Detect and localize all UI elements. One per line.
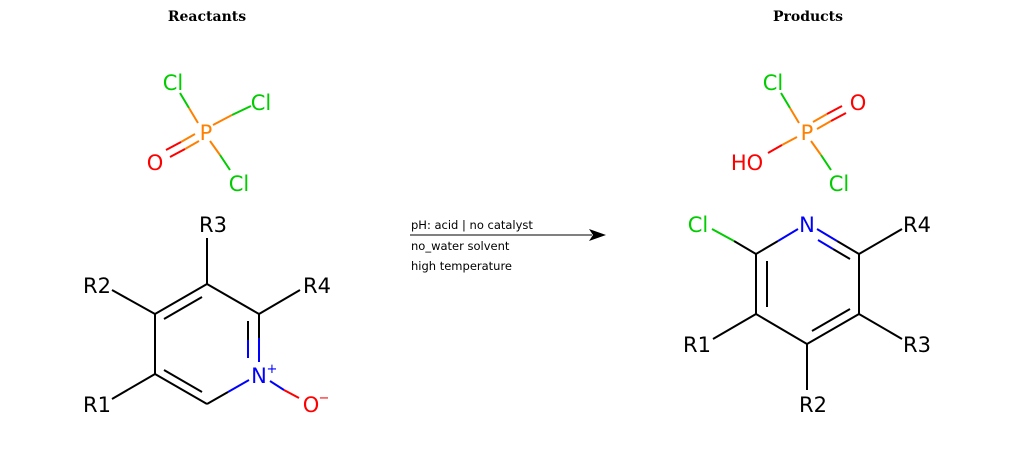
condition-solvent: no_water solvent (411, 239, 510, 253)
ring-bond-c5-c4 (806, 313, 860, 345)
ring-bond-c4-c3 (755, 313, 808, 345)
bond-p-cl-bottom-cl-half (820, 154, 832, 171)
bond-p-cl-top-p-half (188, 107, 199, 124)
bond-p-cl-bottom-p-half (209, 140, 221, 156)
bond-p-oh-p-half (781, 136, 798, 146)
atom-cl-top: Cl (163, 71, 184, 95)
atom-r2: R2 (83, 274, 111, 298)
bond-p-o-double-a-p-half (180, 133, 196, 143)
bond-p-cl-right-p-half (212, 114, 233, 126)
atom-o-double: O (850, 91, 867, 115)
condition-ph-catalyst: pH: acid | no catalyst (411, 218, 533, 232)
atom-cl: Cl (688, 213, 709, 237)
bond-p-cl-right-cl-half (231, 105, 252, 116)
bond-cl-top-p-p-half (789, 107, 800, 124)
atom-r2: R2 (799, 393, 827, 417)
bond-p-cl-bottom-p-half (810, 140, 822, 156)
bond-c4-r4 (258, 289, 301, 315)
bond-p-o-double-a-p-half (812, 113, 828, 123)
condition-temperature: high temperature (411, 259, 512, 273)
bond-p-o-double-b-p-half (816, 120, 832, 130)
ring-bond-c5-c4-inner (811, 308, 851, 332)
bond-p-cl-bottom-cl-half (219, 154, 231, 171)
reaction-arrow-head (589, 229, 606, 241)
product-chloropyridine: Cl N R4 R1 R3 R2 (683, 213, 931, 417)
atom-r3: R3 (199, 213, 227, 237)
reactant-phosphoryl-chloride: Cl Cl P O Cl (147, 71, 272, 196)
atom-r3: R3 (903, 333, 931, 357)
bond-p-o-double-b-o-half (169, 148, 186, 158)
atom-cl-right: Cl (251, 91, 272, 115)
atom-cl-top: Cl (763, 71, 784, 95)
ring-bond-n-c6-black-half (206, 391, 229, 405)
bond-c5-r3 (858, 313, 903, 340)
bond-p-o-double-a-o-half (165, 141, 182, 151)
bond-p-o-double-b-p-half (184, 140, 200, 150)
ring-bond-c2-c3-inner (163, 296, 203, 320)
ring-bond-n-c6-black-half (836, 240, 860, 255)
ring-bond-n-c6-inner-black (832, 248, 851, 260)
atom-r1: R1 (683, 333, 711, 357)
ring-bond-c6-c1-inner (163, 369, 203, 393)
atom-cl-bottom: Cl (829, 172, 850, 196)
bond-c6-r4 (858, 228, 903, 255)
bond-p-o-double-b-o-half (830, 112, 847, 122)
ring-bond-c3-c4 (206, 283, 260, 315)
bond-p-oh-o-half (767, 144, 783, 154)
atom-cl-bottom: Cl (229, 172, 250, 196)
ring-bond-n-c6-inner-blue (817, 239, 834, 250)
atom-p: P (801, 121, 814, 145)
bond-n-o-red-half (283, 389, 300, 399)
ring-bond-n-c6-blue-half (816, 228, 838, 242)
ring-bond-n-c6-blue-half (227, 379, 250, 393)
atom-o: O (147, 151, 164, 175)
atom-o-minus: O (303, 393, 320, 417)
atom-r4: R4 (903, 213, 931, 237)
charge-n-plus: + (267, 362, 278, 377)
ring-bond-c2-n-blue-half (777, 228, 799, 242)
reactants-heading: Reactants (168, 9, 246, 25)
atom-ho: HO (731, 151, 763, 175)
bond-p-cl-top-cl-half (179, 92, 190, 109)
atom-n: N (799, 213, 815, 237)
ring-bond-c2-n-black-half (755, 240, 779, 255)
bond-c2-r2 (111, 289, 156, 315)
products-heading: Products (773, 9, 843, 25)
bond-p-o-double-a-o-half (826, 105, 843, 115)
atom-r1: R1 (83, 393, 111, 417)
ring-bond-c2-c3 (154, 283, 208, 315)
bond-n-o-blue-half (269, 380, 285, 391)
atom-n-plus: N (251, 364, 267, 388)
bond-c1-r1 (111, 373, 156, 400)
reactant-pyridine-n-oxide: R3 R2 R4 N + R1 O − (83, 213, 331, 417)
ring-bond-c6-c1 (154, 373, 208, 405)
reaction-arrow-group: pH: acid | no catalyst no_water solvent … (410, 218, 606, 273)
bond-c2-cl-black-half (733, 240, 757, 255)
atom-r4: R4 (303, 274, 331, 298)
bond-c3-r1 (712, 313, 757, 340)
bond-c2-cl-green-half (711, 228, 735, 242)
bond-cl-top-p-cl-half (780, 92, 791, 109)
atom-p: P (200, 121, 213, 145)
charge-o-minus: − (319, 391, 330, 406)
product-phosphorodichloridic-acid: Cl O P HO Cl (731, 71, 866, 196)
